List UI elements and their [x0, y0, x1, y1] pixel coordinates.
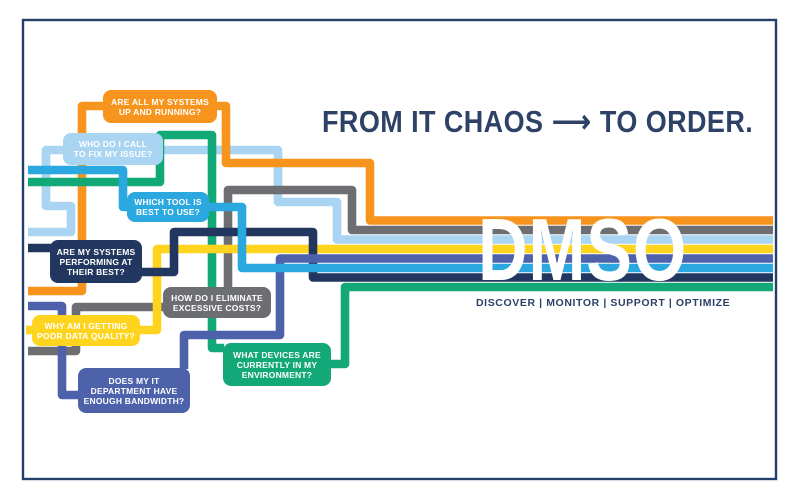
headline: FROM IT CHAOS⟶TO ORDER. — [322, 106, 753, 137]
brand-name: DMSO — [478, 200, 688, 299]
line-bandwidth-stripe — [179, 254, 773, 369]
question-label-devices-environment: WHAT DEVICES ARE CURRENTLY IN MY ENVIRON… — [223, 343, 331, 386]
line-which-tool-left — [28, 165, 129, 212]
line-devices-left — [28, 130, 224, 353]
line-which-tool-stripe — [208, 202, 773, 273]
line-bandwidth-left — [28, 301, 79, 400]
headline-left: FROM IT CHAOS — [322, 104, 544, 139]
frame-border — [21, 18, 778, 481]
headline-right: TO ORDER. — [599, 104, 754, 139]
question-label-it-bandwidth: DOES MY IT DEPARTMENT HAVE ENOUGH BANDWI… — [78, 368, 190, 413]
line-systems-up-stripe — [217, 101, 773, 225]
line-devices-stripe — [330, 282, 773, 369]
question-label-systems-up: ARE ALL MY SYSTEMS UP AND RUNNING? — [103, 90, 217, 123]
right-arrow-icon: ⟶ — [552, 104, 592, 139]
line-quality-stripe — [139, 244, 773, 335]
brand-tagline: DISCOVER | MONITOR | SUPPORT | OPTIMIZE — [476, 297, 731, 309]
question-label-systems-performing: ARE MY SYSTEMS PERFORMING AT THEIR BEST? — [50, 240, 142, 283]
question-label-who-to-call: WHO DO I CALL TO FIX MY ISSUE? — [63, 133, 163, 165]
question-label-which-tool: WHICH TOOL IS BEST TO USE? — [127, 192, 209, 222]
line-costs-stripe — [223, 185, 773, 287]
line-systems-up-left — [28, 101, 104, 296]
question-label-eliminate-costs: HOW DO I ELIMINATE EXCESSIVE COSTS? — [163, 287, 271, 318]
line-who-to-call-stripe — [162, 145, 773, 244]
line-who-to-call-left — [28, 145, 76, 237]
question-label-data-quality: WHY AM I GETTING POOR DATA QUALITY? — [32, 315, 140, 346]
